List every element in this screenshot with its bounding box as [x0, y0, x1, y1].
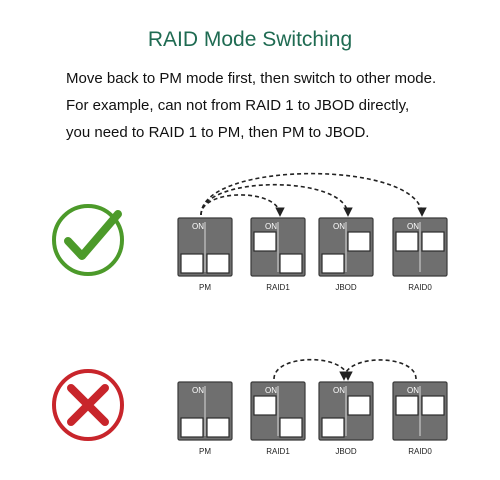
on-label: ON: [407, 222, 419, 231]
dip-lever-2-down: [279, 253, 303, 274]
dip-lever-1-down: [321, 417, 345, 438]
icon-ring: [52, 204, 124, 276]
dip-switch-raid1-row2: ON RAID1: [250, 381, 306, 456]
dip-switch-raid1-row1: ON RAID1: [250, 217, 306, 292]
icon-ring: [52, 369, 124, 441]
dip-lever-1-down: [321, 253, 345, 274]
on-label: ON: [333, 222, 345, 231]
dip-lever-2-down: [206, 417, 230, 438]
on-label: ON: [192, 222, 204, 231]
mode-label-jbod: JBOD: [335, 283, 357, 292]
dip-switch-jbod-row2: ON JBOD: [318, 381, 374, 456]
mode-label-raid0: RAID0: [408, 447, 432, 456]
on-label: ON: [192, 386, 204, 395]
arrow-raid1-to-jbod-row2: [273, 358, 353, 381]
dip-lever-1-up: [395, 231, 419, 252]
page-title: RAID Mode Switching: [147, 28, 353, 51]
instruction-line-1: Move back to PM mode first, then switch …: [66, 70, 437, 87]
instruction-line-3: you need to RAID 1 to PM, then PM to JBO…: [66, 124, 370, 141]
dip-lever-1-up: [253, 231, 277, 252]
cross-stroke: [67, 384, 109, 426]
dip-lever-2-up: [347, 395, 371, 416]
dip-lever-2-down: [279, 417, 303, 438]
check-stroke: [64, 210, 122, 260]
dip-switch-raid0-row2: ON RAID0: [392, 381, 448, 456]
mode-label-jbod: JBOD: [335, 447, 357, 456]
dip-lever-2-up: [421, 231, 445, 252]
dip-lever-1-down: [180, 253, 204, 274]
on-label: ON: [265, 222, 277, 231]
dip-lever-1-up: [395, 395, 419, 416]
dip-switch-raid0-row1: ON RAID0: [392, 217, 448, 292]
dip-switch-pm-row2: ON PM: [177, 381, 233, 456]
dip-lever-2-down: [206, 253, 230, 274]
check-mark-icon: [52, 204, 124, 276]
mode-label-raid1: RAID1: [266, 283, 290, 292]
dip-lever-1-down: [180, 417, 204, 438]
dip-switch-jbod-row1: ON JBOD: [318, 217, 374, 292]
dip-lever-1-up: [253, 395, 277, 416]
mode-label-raid0: RAID0: [408, 283, 432, 292]
dip-lever-2-up: [421, 395, 445, 416]
on-label: ON: [333, 386, 345, 395]
mode-label-raid1: RAID1: [266, 447, 290, 456]
on-label: ON: [265, 386, 277, 395]
arrow-pm-to-raid0-row1: [200, 172, 427, 217]
arrow-raid0-to-jbod-row2: [339, 359, 417, 381]
dip-switch-pm-row1: ON PM: [177, 217, 233, 292]
dip-lever-2-up: [347, 231, 371, 252]
mode-label-pm: PM: [199, 447, 211, 456]
cross-mark-icon: [52, 369, 124, 441]
arrow-pm-to-raid1-row1: [200, 194, 285, 217]
instruction-line-2: For example, can not from RAID 1 to JBOD…: [66, 97, 410, 114]
mode-label-pm: PM: [199, 283, 211, 292]
on-label: ON: [407, 386, 419, 395]
arrow-pm-to-jbod-row1: [200, 183, 353, 217]
